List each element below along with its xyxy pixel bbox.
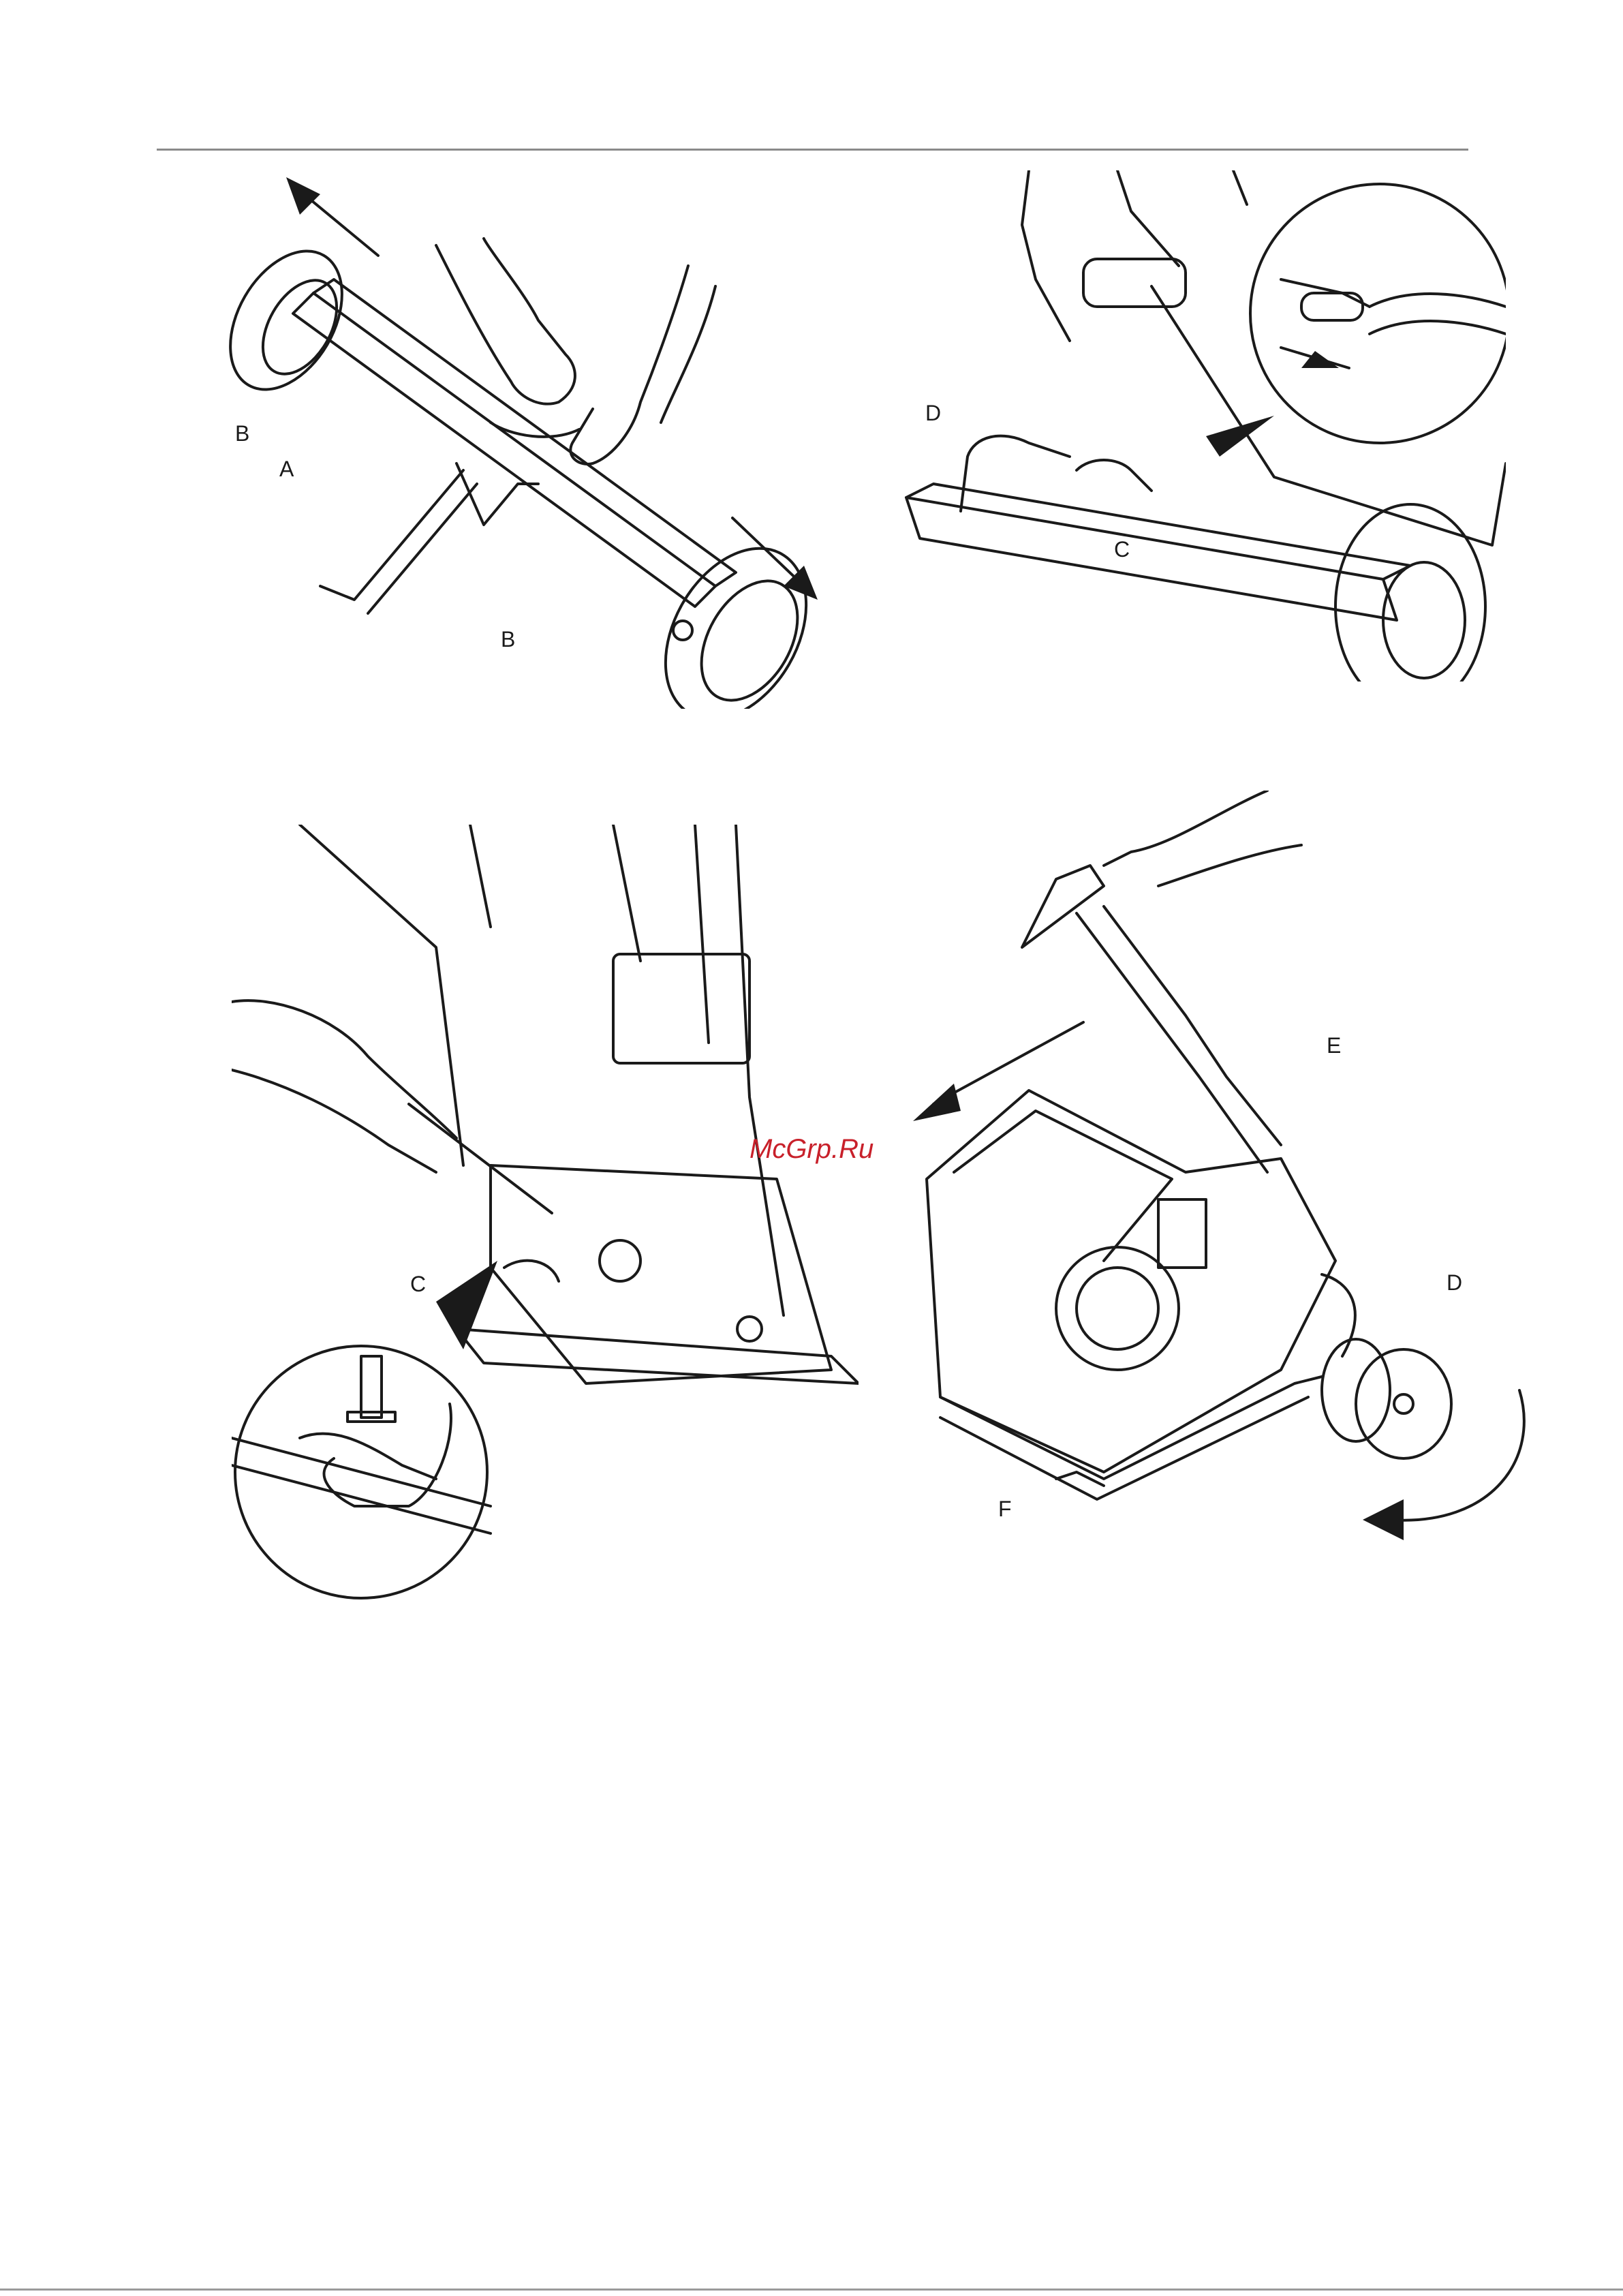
clip-pin-illustration [893, 170, 1506, 682]
label-b-bottom: B [501, 628, 515, 650]
figure-clip-pin: D C [893, 170, 1506, 682]
tilt-machine-illustration [899, 791, 1533, 1547]
wheel-axle-illustration [198, 164, 838, 709]
label-d-lower: D [1447, 1272, 1462, 1294]
label-f: F [998, 1498, 1012, 1520]
figure-tilt-machine: E D F [899, 791, 1533, 1547]
header-rule [157, 149, 1468, 151]
footer-rule [0, 2289, 1623, 2291]
label-c-lower: C [410, 1273, 426, 1295]
label-e: E [1327, 1035, 1341, 1056]
label-b-top: B [235, 423, 249, 444]
figure-wheel-axle: B A B [198, 164, 838, 709]
clip-removal-illustration [232, 825, 859, 1608]
label-c: C [1114, 538, 1130, 560]
watermark: McGrp.Ru [749, 1134, 874, 1165]
label-a: A [279, 458, 294, 480]
figure-clip-removal: C [232, 825, 859, 1608]
label-d: D [925, 402, 941, 424]
